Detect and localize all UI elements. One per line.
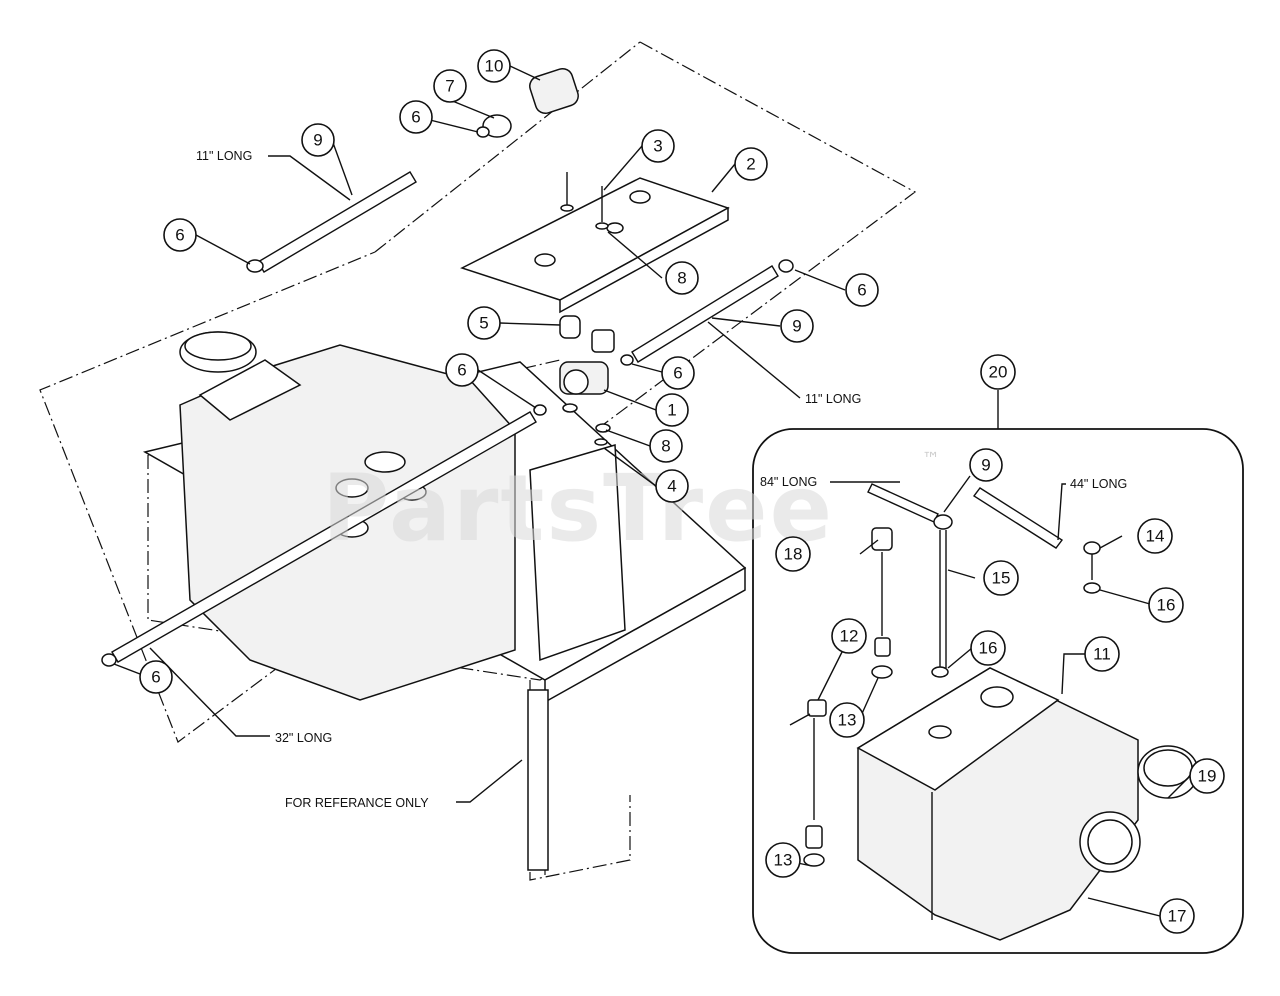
note-hose-84: 84" LONG xyxy=(760,475,817,489)
svg-text:10: 10 xyxy=(485,57,504,76)
fuel-sender xyxy=(789,699,827,867)
svg-text:6: 6 xyxy=(151,668,160,687)
note-hose-32: 32" LONG xyxy=(275,731,332,745)
hoses xyxy=(111,171,779,663)
svg-text:9: 9 xyxy=(981,456,990,475)
callout-14: 14 xyxy=(1137,518,1173,554)
svg-text:9: 9 xyxy=(313,131,322,150)
svg-text:15: 15 xyxy=(992,569,1011,588)
callout-10: 10 xyxy=(477,49,511,83)
fuel-cap xyxy=(1137,745,1199,799)
callout-3: 3 xyxy=(641,129,675,163)
callout-6: 6 xyxy=(399,100,433,134)
svg-text:14: 14 xyxy=(1146,527,1165,546)
svg-text:8: 8 xyxy=(677,269,686,288)
callout-13: 13 xyxy=(829,702,865,738)
callout-7: 7 xyxy=(433,69,467,103)
callout-6: 6 xyxy=(163,218,197,252)
note-reference-only: FOR REFERANCE ONLY xyxy=(285,796,429,810)
fuel-pump xyxy=(559,315,615,446)
fuel-filter xyxy=(482,67,579,138)
callout-16: 16 xyxy=(1148,587,1184,623)
callout-13: 13 xyxy=(765,842,801,878)
callout-9: 9 xyxy=(301,123,335,157)
callout-8: 8 xyxy=(665,261,699,295)
callout-12: 12 xyxy=(831,618,867,654)
svg-text:19: 19 xyxy=(1198,767,1217,786)
svg-text:16: 16 xyxy=(979,639,998,658)
svg-text:20: 20 xyxy=(989,363,1008,382)
svg-text:6: 6 xyxy=(673,364,682,383)
kit-hoses xyxy=(867,483,1101,678)
callout-4: 4 xyxy=(655,469,689,503)
note-hose-44: 44" LONG xyxy=(1070,477,1127,491)
callout-6: 6 xyxy=(139,660,173,694)
callout-5: 5 xyxy=(467,306,501,340)
svg-text:13: 13 xyxy=(774,851,793,870)
callout-18: 18 xyxy=(775,536,811,572)
svg-text:6: 6 xyxy=(857,281,866,300)
callout-8: 8 xyxy=(649,429,683,463)
callout-1: 1 xyxy=(655,393,689,427)
note-hose-11-top: 11" LONG xyxy=(196,149,252,163)
callout-6: 6 xyxy=(445,353,479,387)
fuel-gauge xyxy=(871,527,893,679)
svg-text:2: 2 xyxy=(746,155,755,174)
callout-2: 2 xyxy=(734,147,768,181)
svg-text:4: 4 xyxy=(667,477,676,496)
callout-20: 20 xyxy=(980,354,1016,390)
clamps xyxy=(101,126,794,667)
watermark-trademark: ™ xyxy=(922,449,940,470)
callout-6: 6 xyxy=(661,356,695,390)
svg-text:6: 6 xyxy=(411,108,420,127)
svg-text:6: 6 xyxy=(457,361,466,380)
callout-17: 17 xyxy=(1159,898,1195,934)
svg-text:1: 1 xyxy=(667,401,676,420)
callout-15: 15 xyxy=(983,560,1019,596)
callout-19: 19 xyxy=(1189,758,1225,794)
svg-text:6: 6 xyxy=(175,226,184,245)
svg-text:16: 16 xyxy=(1157,596,1176,615)
svg-text:8: 8 xyxy=(661,437,670,456)
callout-16: 16 xyxy=(970,630,1006,666)
callout-11: 11 xyxy=(1084,636,1120,672)
svg-text:7: 7 xyxy=(445,77,454,96)
watermark: PartsTree xyxy=(322,455,834,562)
svg-text:17: 17 xyxy=(1168,907,1187,926)
svg-text:5: 5 xyxy=(479,314,488,333)
svg-text:9: 9 xyxy=(792,317,801,336)
note-hose-11-right: 11" LONG xyxy=(805,392,861,406)
mounting-plate xyxy=(460,177,730,314)
leader-lines xyxy=(113,65,1191,917)
svg-text:13: 13 xyxy=(838,711,857,730)
replacement-tank xyxy=(856,667,1141,941)
callout-9: 9 xyxy=(780,309,814,343)
svg-text:12: 12 xyxy=(840,627,859,646)
callout-9: 9 xyxy=(969,448,1003,482)
svg-text:11: 11 xyxy=(1093,645,1111,664)
bolts xyxy=(560,172,609,230)
svg-text:18: 18 xyxy=(784,545,803,564)
callout-6: 6 xyxy=(845,273,879,307)
svg-text:3: 3 xyxy=(653,137,662,156)
